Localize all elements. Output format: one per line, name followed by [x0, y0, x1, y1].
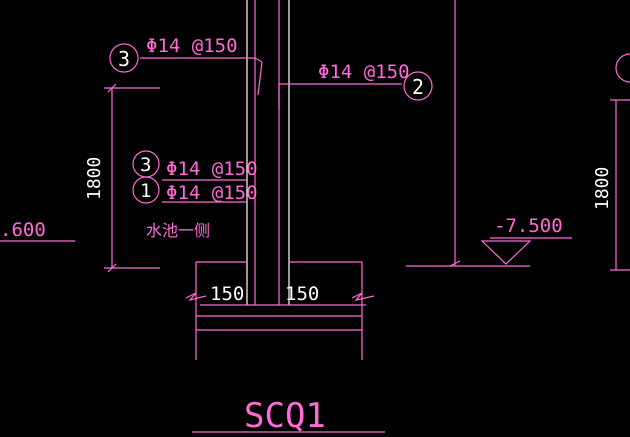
- break-mark-right: [351, 292, 375, 301]
- wall-thickness-right: 150: [285, 283, 319, 305]
- rebar-mark-circle-top-left: [109, 43, 139, 73]
- annotation-text: 水池一侧 1800 1800 .600 -7.500 150 150 SCQ1: [0, 157, 613, 436]
- rebar-text: 3 Φ14 @150 2 Φ14 @150 3 Φ14 @150 1 Φ14 @…: [118, 35, 424, 204]
- right-elevation-label: -7.500: [494, 215, 563, 237]
- right-dim-tick: [449, 260, 461, 267]
- rebar-mark-mid-lower: 1: [140, 180, 151, 202]
- elevation-triangle-right: [480, 240, 532, 265]
- rebar-spec-top-right: Φ14 @150: [318, 61, 410, 83]
- pool-side-note: 水池一侧: [146, 221, 210, 240]
- hook-top-left-2: [257, 61, 263, 96]
- rebar-mark-mid-upper: 3: [140, 154, 151, 176]
- rebar-spec-top-left: Φ14 @150: [146, 35, 238, 57]
- rebar-mark-top-right: 2: [412, 75, 424, 99]
- dim-height-right: 1800: [592, 167, 613, 210]
- rebar-mark-circle-top-right: [403, 71, 433, 101]
- left-dim-tick-top: [107, 83, 117, 93]
- rebar-spec-mid-upper: Φ14 @150: [166, 158, 258, 180]
- wall-thickness-left: 150: [210, 283, 244, 305]
- section-title: SCQ1: [244, 396, 326, 436]
- rebar-mark-circle-far-right: [615, 53, 630, 83]
- dim-height-left: 1800: [84, 157, 105, 200]
- rebar-spec-mid-lower: Φ14 @150: [166, 182, 258, 204]
- rebar-mark-circle-mid-lower: [132, 176, 160, 204]
- left-dim-tick-bot: [107, 263, 117, 273]
- break-mark-left: [185, 292, 207, 302]
- rebar-mark-top-left: 3: [118, 47, 130, 71]
- left-elevation-label: .600: [0, 219, 46, 241]
- hook-top-left: [254, 57, 263, 63]
- wall-outline: [246, 0, 290, 305]
